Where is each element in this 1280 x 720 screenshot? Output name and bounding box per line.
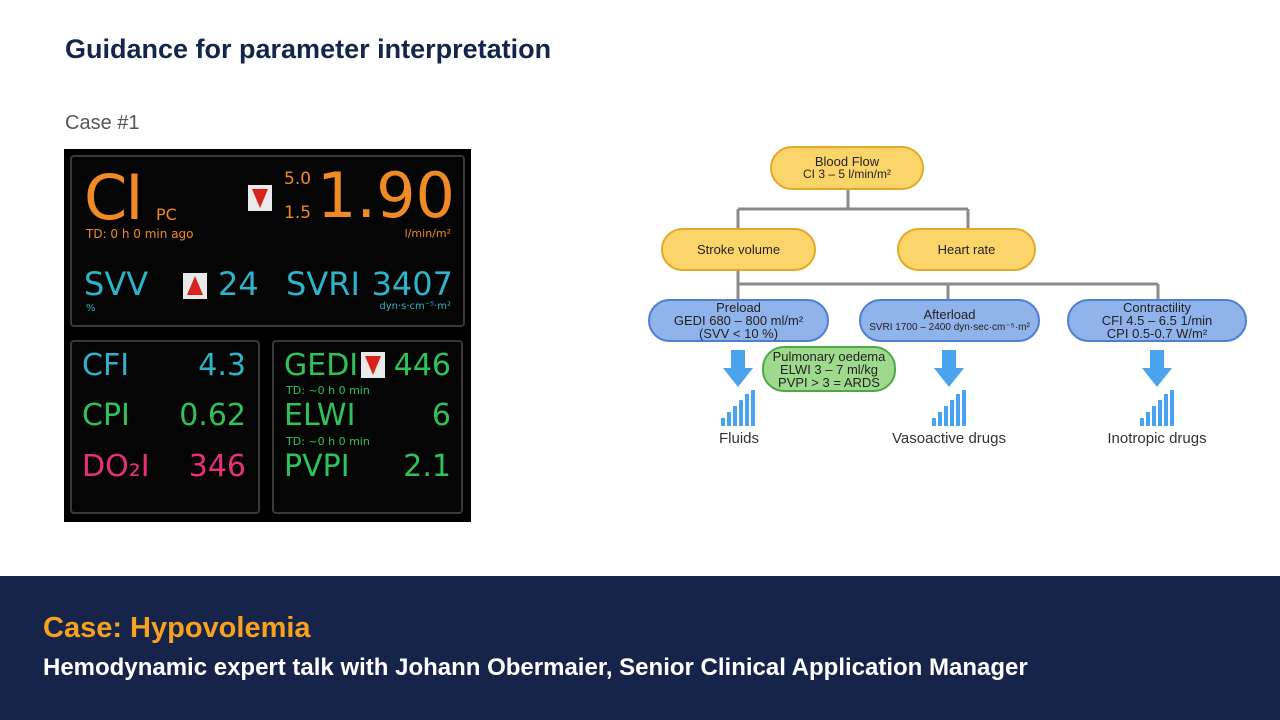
preload-title: Preload xyxy=(716,300,761,315)
ci-upper-limit: 5.0 xyxy=(284,169,312,189)
preload-svv-range: (SVV < 10 %) xyxy=(698,326,779,341)
afterload-svri-range: SVRI 1700 – 2400 dyn·sec·cm⁻⁵·m² xyxy=(869,321,1030,333)
monitor-bottom-right-panel: GEDI 446 TD: ~0 h 0 min ELWI 6 TD: ~0 h … xyxy=(272,340,463,514)
gedi-label: GEDI xyxy=(284,348,359,383)
contractility-cpi-range: CPI 0.5-0.7 W/m² xyxy=(1106,326,1208,341)
elwi-value: 6 xyxy=(431,398,451,433)
inotropic-drugs-label: Inotropic drugs xyxy=(1107,430,1207,447)
stroke-volume-label: Stroke volume xyxy=(696,242,781,257)
pulmonary-pvpi-note: PVPI > 3 = ARDS xyxy=(778,374,880,390)
contractility-cfi-range: CFI 4.5 – 6.5 1/min xyxy=(1101,313,1213,328)
monitor-display: CI PC TD: 0 h 0 min ago 5.0 1.5 1.90 l/m… xyxy=(64,149,471,522)
svv-trend-up-icon xyxy=(183,273,207,299)
cfi-value: 4.3 xyxy=(198,348,246,383)
svri-value: 3407 xyxy=(371,265,453,303)
case-label: Case #1 xyxy=(65,112,140,134)
page-title: Guidance for parameter interpretation xyxy=(65,34,552,64)
pulmonary-oedema-title: Pulmonary oedema xyxy=(772,348,886,364)
fluids-down-arrow-icon xyxy=(723,350,753,387)
ci-td-text: TD: 0 h 0 min ago xyxy=(86,227,194,241)
svv-value: 24 xyxy=(218,265,259,303)
vasoactive-down-arrow-icon xyxy=(934,350,964,387)
afterload-node: Afterload SVRI 1700 – 2400 dyn·sec·cm⁻⁵·… xyxy=(859,299,1040,342)
blood-flow-node: Blood Flow CI 3 – 5 l/min/m² xyxy=(770,146,924,190)
cpi-value: 0.62 xyxy=(179,398,246,433)
preload-gedi-range: GEDI 680 – 800 ml/m² xyxy=(673,313,804,328)
elwi-td-text: TD: ~0 h 0 min xyxy=(286,435,370,448)
cfi-label: CFI xyxy=(82,348,130,383)
svri-unit: dyn·s·cm⁻⁵·m² xyxy=(379,301,451,312)
vasoactive-drugs-label: Vasoactive drugs xyxy=(892,430,1006,447)
do2i-value: 346 xyxy=(188,449,246,484)
blood-flow-title: Blood Flow xyxy=(814,154,880,169)
ci-unit: l/min/m² xyxy=(404,227,451,240)
footer-subtitle: Hemodynamic expert talk with Johann Ober… xyxy=(43,654,1028,681)
footer-case-title: Case: Hypovolemia xyxy=(43,612,311,644)
ci-lower-limit: 1.5 xyxy=(284,203,312,223)
fluids-label: Fluids xyxy=(718,430,759,447)
gedi-trend-down-icon xyxy=(361,352,385,378)
gedi-value: 446 xyxy=(393,348,451,383)
heart-rate-node: Heart rate xyxy=(897,228,1036,271)
monitor-top-panel: CI PC TD: 0 h 0 min ago 5.0 1.5 1.90 l/m… xyxy=(70,155,465,327)
svri-label: SVRI xyxy=(286,265,360,303)
inotropic-bars-icon xyxy=(1140,390,1174,426)
gedi-td-text: TD: ~0 h 0 min xyxy=(286,384,370,397)
ci-sub-label: PC xyxy=(156,205,177,224)
svv-unit: % xyxy=(86,303,96,314)
pulmonary-oedema-node: Pulmonary oedema ELWI 3 – 7 ml/kg PVPI >… xyxy=(762,346,896,392)
ci-value: 1.90 xyxy=(316,159,455,232)
afterload-title: Afterload xyxy=(923,306,976,322)
vasoactive-bars-icon xyxy=(932,390,966,426)
pulmonary-elwi-range: ELWI 3 – 7 ml/kg xyxy=(779,361,878,377)
stroke-volume-node: Stroke volume xyxy=(661,228,816,271)
svv-label: SVV xyxy=(84,265,149,303)
contractility-node: Contractility CFI 4.5 – 6.5 1/min CPI 0.… xyxy=(1067,299,1247,342)
footer-banner: Case: Hypovolemia Hemodynamic expert tal… xyxy=(0,576,1280,720)
pvpi-label: PVPI xyxy=(284,449,350,484)
blood-flow-range: CI 3 – 5 l/min/m² xyxy=(802,167,892,181)
do2i-label: DO₂I xyxy=(82,449,150,484)
cpi-label: CPI xyxy=(82,398,130,433)
diagram-connectors xyxy=(736,190,1160,299)
fluids-bars-icon xyxy=(721,390,755,426)
pvpi-value: 2.1 xyxy=(403,449,451,484)
heart-rate-label: Heart rate xyxy=(937,242,996,257)
elwi-label: ELWI xyxy=(284,398,356,433)
contractility-title: Contractility xyxy=(1123,300,1191,315)
monitor-bottom-left-panel: CFI 4.3 CPI 0.62 DO₂I 346 xyxy=(70,340,260,514)
inotropic-down-arrow-icon xyxy=(1142,350,1172,387)
ci-label: CI xyxy=(84,161,144,234)
preload-node: Preload GEDI 680 – 800 ml/m² (SVV < 10 %… xyxy=(648,299,829,342)
ci-trend-down-icon xyxy=(248,185,272,211)
